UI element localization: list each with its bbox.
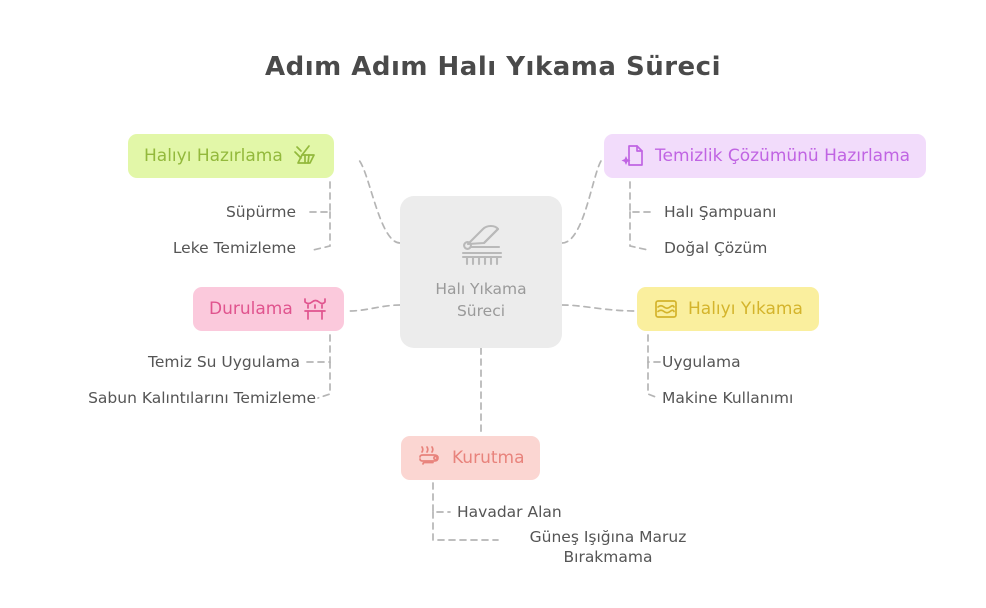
link-solution-leaf-2 [629, 211, 649, 251]
link-center-prepare [355, 157, 401, 244]
link-rinse-leaf-1 [305, 334, 331, 363]
leaf-prepare-1: Süpürme [225, 203, 296, 221]
leaf-wash-1: Uygulama [662, 353, 741, 371]
center-node[interactable]: Halı Yıkama Süreci [400, 196, 562, 348]
leaf-wash-2: Makine Kullanımı [662, 389, 794, 407]
branch-node-wash[interactable]: Halıyı Yıkama [637, 287, 819, 331]
link-center-solution [561, 157, 605, 244]
branch-label-solution: Temizlik Çözümünü Hazırlama [655, 145, 911, 166]
branch-label-wash: Halıyı Yıkama [688, 298, 803, 319]
shower-icon [302, 296, 328, 322]
leaf-dry-2: Güneş Işığına Maruz Bırakmama [529, 528, 687, 566]
link-wash-leaf-2 [647, 361, 659, 399]
leaf-rinse-2: Sabun Kalıntılarını Temizleme [88, 389, 316, 407]
center-node-label: Halı Yıkama Süreci [435, 279, 527, 320]
branch-label-rinse: Durulama [209, 298, 293, 319]
leaf-solution-2: Doğal Çözüm [664, 239, 768, 257]
leaf-prepare-2: Leke Temizleme [172, 239, 296, 257]
page-title: Adım Adım Halı Yıkama Süreci [264, 52, 722, 82]
water-waves-icon [653, 296, 679, 322]
link-dry-leaf-1 [432, 482, 451, 513]
sparkle-document-icon [620, 143, 646, 169]
leaf-solution-1: Halı Şampuanı [664, 203, 777, 221]
carpet-cleaner-icon [454, 222, 508, 274]
branch-node-solution[interactable]: Temizlik Çözümünü Hazırlama [604, 134, 927, 178]
branch-node-prepare[interactable]: Halıyı Hazırlama [128, 134, 334, 178]
leaf-rinse-1: Temiz Su Uygulama [147, 353, 300, 371]
link-rinse-leaf-2 [317, 361, 331, 399]
branch-node-rinse[interactable]: Durulama [193, 287, 344, 331]
link-center-wash [561, 304, 638, 312]
branch-label-dry: Kurutma [452, 447, 525, 468]
link-solution-leaf-1 [629, 181, 656, 213]
leaf-dry-1: Havadar Alan [457, 503, 562, 521]
link-prepare-leaf-1 [304, 181, 331, 213]
broom-icon [292, 143, 318, 169]
steam-dry-icon [417, 445, 443, 471]
branch-label-prepare: Halıyı Hazırlama [144, 145, 283, 166]
link-prepare-leaf-2 [312, 211, 331, 251]
link-wash-leaf-1 [647, 334, 661, 363]
link-center-rinse [349, 304, 401, 312]
branch-node-dry[interactable]: Kurutma [401, 436, 541, 480]
